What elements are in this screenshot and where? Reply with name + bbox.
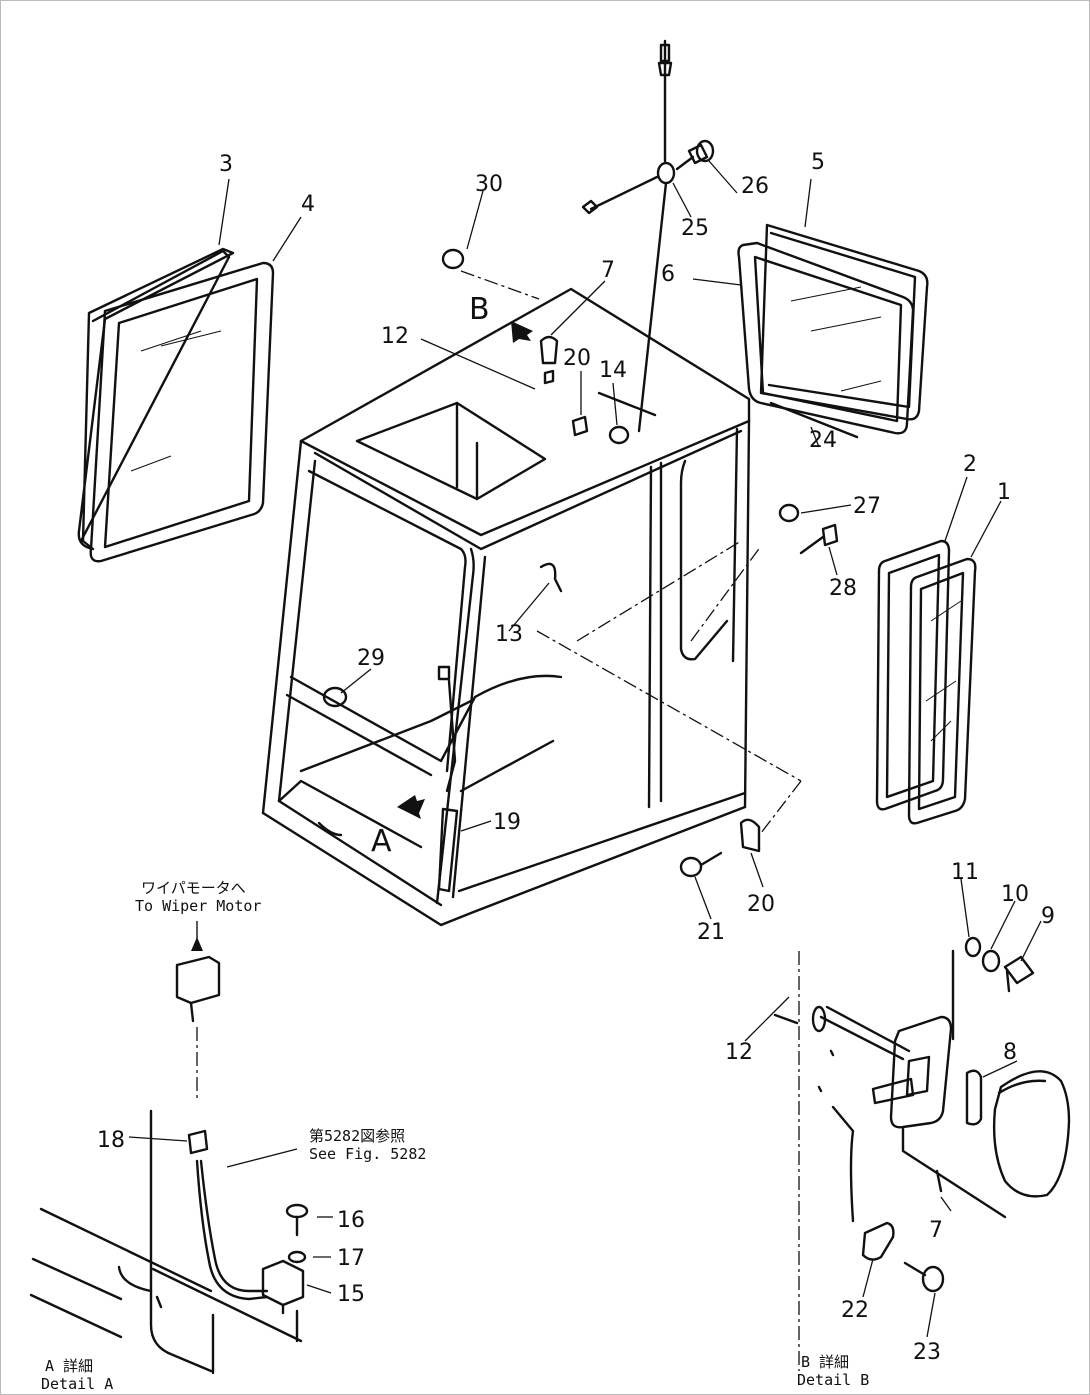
note-wiper-en: To Wiper Motor — [135, 897, 261, 915]
bracket-7 — [889, 1015, 953, 1129]
label-28: 28 — [829, 576, 857, 601]
label-12-detail: 12 — [725, 1040, 753, 1065]
label-15: 15 — [337, 1282, 365, 1307]
label-27: 27 — [853, 494, 881, 519]
harness-a — [445, 679, 457, 793]
clamp-18 — [187, 1129, 209, 1155]
label-9: 9 — [1041, 904, 1055, 929]
note-detail-b-en: Detail B — [797, 1371, 869, 1389]
label-17: 17 — [337, 1246, 365, 1271]
note-detail-a-en: Detail A — [41, 1375, 113, 1393]
label-23: 23 — [913, 1340, 941, 1365]
label-4: 4 — [301, 192, 315, 217]
screw-21-shank — [699, 851, 723, 867]
harness-13 — [539, 562, 563, 593]
view-letter-a: A — [371, 824, 392, 859]
label-18: 18 — [97, 1128, 125, 1153]
window-1-2-group — [875, 539, 977, 825]
note-detail-a-jp: A 詳細 — [45, 1357, 93, 1375]
leader-lines — [218, 160, 1002, 920]
label-16: 16 — [337, 1208, 365, 1233]
lamp-cover — [992, 1070, 1071, 1198]
bolt-26 — [687, 139, 715, 165]
bulb-8 — [965, 1069, 983, 1126]
label-22: 22 — [841, 1298, 869, 1323]
label-25: 25 — [681, 216, 709, 241]
nut-27 — [778, 503, 800, 523]
connector — [437, 665, 451, 681]
label-7: 7 — [601, 258, 615, 283]
label-13: 13 — [495, 622, 523, 647]
label-14: 14 — [599, 358, 627, 383]
arrow-a — [397, 795, 425, 819]
lamp-29 — [322, 686, 348, 708]
label-2: 2 — [963, 452, 977, 477]
label-29: 29 — [357, 646, 385, 671]
trim-19 — [437, 807, 459, 893]
note-wiper-jp: ワイパモータへ — [141, 879, 246, 897]
detail-b — [744, 878, 1071, 1371]
washer-17 — [287, 1250, 307, 1264]
window-5-6-group — [737, 223, 929, 435]
screw-28-head — [821, 523, 839, 547]
label-8: 8 — [1003, 1040, 1017, 1065]
label-11: 11 — [951, 860, 979, 885]
label-20-top: 20 — [563, 346, 591, 371]
note-fig-jp: 第5282図参照 — [309, 1127, 405, 1145]
catch-22 — [861, 1221, 895, 1261]
label-21: 21 — [697, 920, 725, 945]
window-3-4-group — [77, 247, 275, 563]
bolt-9-head — [1003, 955, 1035, 985]
label-10: 10 — [1001, 882, 1029, 907]
screw-16 — [285, 1203, 309, 1219]
clip-small — [543, 369, 555, 385]
label-30: 30 — [475, 172, 503, 197]
notes: ワイパモータへ To Wiper Motor 第5282図参照 See Fig.… — [41, 879, 869, 1393]
relay-15 — [261, 1259, 305, 1307]
label-12: 12 — [381, 324, 409, 349]
label-6: 6 — [661, 262, 675, 287]
screw-28-shank — [799, 535, 825, 555]
label-1: 1 — [997, 480, 1011, 505]
antenna-25 — [581, 39, 695, 433]
grommet-30 — [441, 248, 465, 270]
part-labels: 3 4 5 6 7 30 26 25 12 20 14 24 2 1 27 28… — [97, 150, 1055, 1365]
seal-24 — [769, 401, 859, 439]
label-20-bottom: 20 — [747, 892, 775, 917]
washer-11 — [964, 936, 982, 958]
label-26: 26 — [741, 174, 769, 199]
screw-21-head — [679, 856, 703, 878]
note-detail-b-jp: B 詳細 — [801, 1353, 849, 1371]
clip-20-top — [571, 415, 589, 437]
label-5: 5 — [811, 150, 825, 175]
arrow-b — [511, 321, 533, 343]
clip-20-bottom — [739, 818, 761, 853]
label-19: 19 — [493, 810, 521, 835]
note-fig-en: See Fig. 5282 — [309, 1145, 426, 1163]
detail-a — [29, 921, 333, 1375]
label-24: 24 — [809, 428, 837, 453]
view-letter-b: B — [469, 292, 490, 327]
nut-14 — [608, 425, 630, 445]
screw-23 — [921, 1265, 945, 1293]
label-7-detail: 7 — [929, 1218, 943, 1243]
washer-10 — [981, 949, 1001, 973]
wire-clip-7 — [539, 335, 559, 365]
label-3: 3 — [219, 152, 233, 177]
